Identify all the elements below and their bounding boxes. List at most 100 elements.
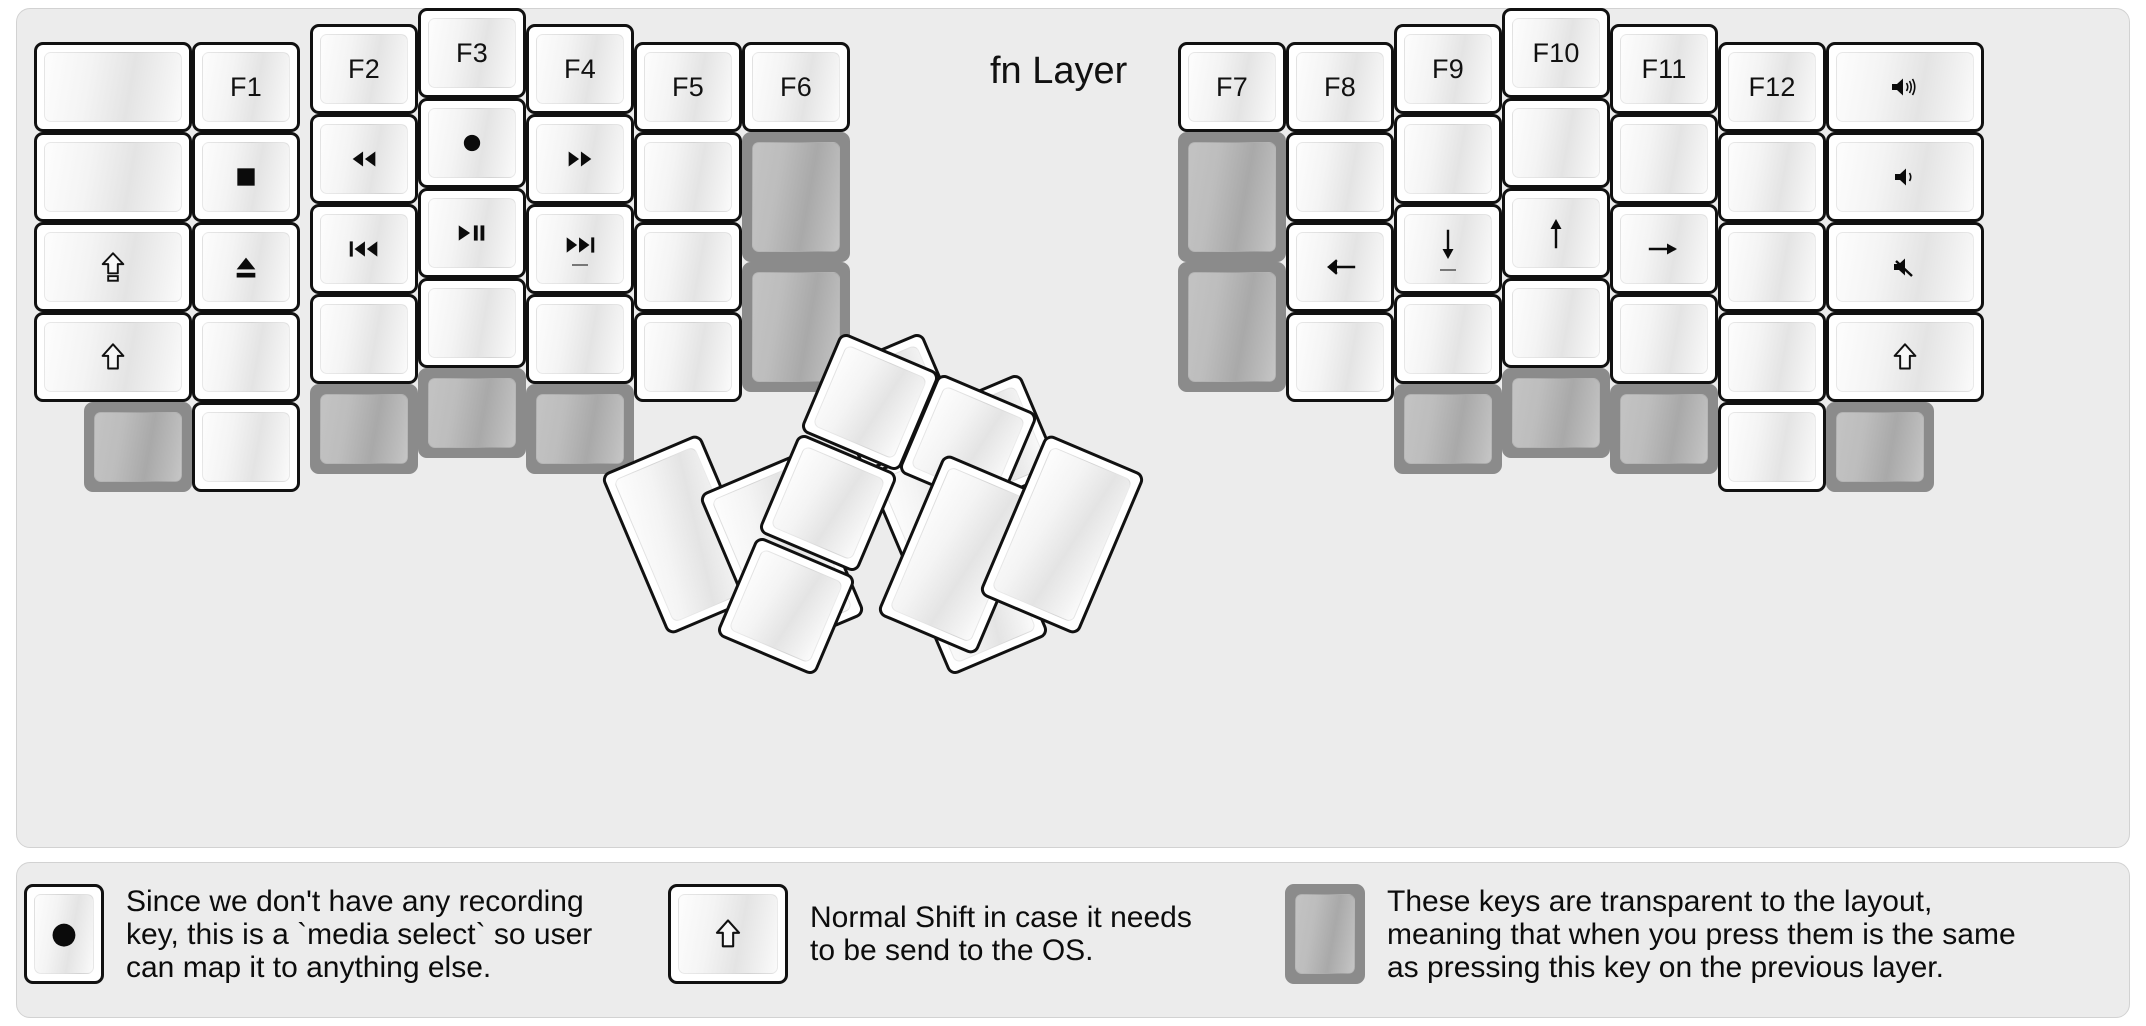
- next-track-icon: [566, 236, 595, 253]
- keycap-L-c2-r3[interactable]: [310, 294, 418, 384]
- keycap-R-c6-r1[interactable]: [1826, 132, 1984, 222]
- keycap-L-c6-r1[interactable]: [742, 132, 850, 262]
- keycap-L-c3-r2[interactable]: [418, 188, 526, 278]
- keycap-L-c0-r0[interactable]: [34, 42, 192, 132]
- keycap-R-c2-r0[interactable]: F9: [1394, 24, 1502, 114]
- caps-lock-icon: [101, 252, 125, 282]
- keycap-face: F7: [1188, 52, 1276, 122]
- keycap-underline-hint: [572, 263, 588, 266]
- keycap-R-c5-r3[interactable]: [1718, 312, 1826, 402]
- keycap-L-c1-r1[interactable]: [192, 132, 300, 222]
- keycap-R-c6-r2[interactable]: [1826, 222, 1984, 312]
- keycap-face: [644, 232, 732, 302]
- keycap-L-c5-r1[interactable]: [634, 132, 742, 222]
- keycap-L-c4-r4[interactable]: [526, 384, 634, 474]
- legend-key-record: ●: [24, 884, 104, 984]
- keycap-face: [752, 142, 840, 252]
- keycap-L-c3-r1[interactable]: [418, 98, 526, 188]
- keycap-face: [320, 304, 408, 374]
- keycap-L-c1-r3[interactable]: [192, 312, 300, 402]
- keycap-R-c3-r1[interactable]: [1502, 98, 1610, 188]
- keycap-R-c3-r3[interactable]: [1502, 278, 1610, 368]
- keycap-label: F5: [672, 71, 704, 102]
- keycap-R-c0-r1[interactable]: [1178, 132, 1286, 262]
- keycap-face: [536, 304, 624, 374]
- keycap-L-c3-r0[interactable]: F3: [418, 8, 526, 98]
- keycap-L-c5-r2[interactable]: [634, 222, 742, 312]
- keycap-L-c0-r1[interactable]: [34, 132, 192, 222]
- keycap-L-c3-r4[interactable]: [418, 368, 526, 458]
- keycap-L-c1-r0[interactable]: F1: [192, 42, 300, 132]
- shift-up-arrow-icon: [101, 343, 125, 370]
- keycap-R-c3-r4[interactable]: [1502, 368, 1610, 458]
- keycap-L-c5-r3[interactable]: [634, 312, 742, 402]
- keycap-face: [1620, 214, 1708, 284]
- play-pause-icon: [458, 225, 485, 241]
- record-icon: [458, 129, 486, 157]
- keycap-face: F1: [202, 52, 290, 122]
- shift-up-arrow-icon: [1891, 342, 1919, 372]
- keycap-R-c3-r0[interactable]: F10: [1502, 8, 1610, 98]
- keycap-face: [428, 288, 516, 358]
- keycap-R-c2-r3[interactable]: [1394, 294, 1502, 384]
- volume-down-icon: [1891, 164, 1919, 190]
- keycap-R-c1-r1[interactable]: [1286, 132, 1394, 222]
- keycap-label: F11: [1641, 53, 1687, 84]
- arrow-up-icon: [1550, 219, 1562, 249]
- play-pause-icon: [454, 221, 490, 245]
- keycap-L-c4-r3[interactable]: [526, 294, 634, 384]
- volume-up-icon: [1888, 74, 1922, 100]
- keycap-R-c2-r1[interactable]: [1394, 114, 1502, 204]
- keycap-L-c2-r0[interactable]: F2: [310, 24, 418, 114]
- keycap-face: [320, 124, 408, 194]
- keycap-face: [320, 394, 408, 464]
- keycap-R-c5-r1[interactable]: [1718, 132, 1826, 222]
- keycap-R-c6-r4[interactable]: [1826, 402, 1934, 492]
- keycap-L-c4-r2[interactable]: [526, 204, 634, 294]
- keycap-R-c4-r1[interactable]: [1610, 114, 1718, 204]
- keycap-L-c1-r2[interactable]: [192, 222, 300, 312]
- keycap-R-c5-r0[interactable]: F12: [1718, 42, 1826, 132]
- keycap-R-c4-r4[interactable]: [1610, 384, 1718, 474]
- keycap-L-c0-r4[interactable]: [84, 402, 192, 492]
- keycap-L-c5-r0[interactable]: F5: [634, 42, 742, 132]
- volume-up-icon: [1892, 78, 1916, 96]
- legend-item-shift: Normal Shift in case it needs to be send…: [668, 884, 1192, 984]
- keycap-face: [202, 322, 290, 392]
- keycap-face: [1296, 322, 1384, 392]
- keycap-R-c2-r4[interactable]: [1394, 384, 1502, 474]
- keycap-R-c1-r2[interactable]: [1286, 222, 1394, 312]
- keycap-R-c3-r2[interactable]: [1502, 188, 1610, 278]
- caps-lock-icon: [99, 251, 127, 283]
- keycap-R-c1-r3[interactable]: [1286, 312, 1394, 402]
- legend-key-transparent: [1285, 884, 1365, 984]
- keycap-L-c0-r2[interactable]: [34, 222, 192, 312]
- keycap-R-c6-r3[interactable]: [1826, 312, 1984, 402]
- keycap-R-c1-r0[interactable]: F8: [1286, 42, 1394, 132]
- keycap-L-c2-r2[interactable]: [310, 204, 418, 294]
- keycap-L-c6-r0[interactable]: F6: [742, 42, 850, 132]
- keycap-L-c3-r3[interactable]: [418, 278, 526, 368]
- keycap-face: [1620, 304, 1708, 374]
- keycap-L-c1-r4[interactable]: [192, 402, 300, 492]
- keycap-L-c4-r0[interactable]: F4: [526, 24, 634, 114]
- keycap-R-c6-r0[interactable]: [1826, 42, 1984, 132]
- keycap-R-c4-r3[interactable]: [1610, 294, 1718, 384]
- keycap-L-c0-r3[interactable]: [34, 312, 192, 402]
- keycap-face: F10: [1512, 18, 1600, 88]
- keycap-L-c2-r1[interactable]: [310, 114, 418, 204]
- keycap-face: [1728, 412, 1816, 482]
- keycap-R-c0-r0[interactable]: F7: [1178, 42, 1286, 132]
- keycap-L-c4-r1[interactable]: [526, 114, 634, 204]
- keycap-R-c4-r0[interactable]: F11: [1610, 24, 1718, 114]
- keycap-face: [202, 232, 290, 302]
- keycap-L-c2-r4[interactable]: [310, 384, 418, 474]
- keycap-R-c4-r2[interactable]: [1610, 204, 1718, 294]
- keycap-R-c5-r2[interactable]: [1718, 222, 1826, 312]
- keycap-R-c0-r2[interactable]: [1178, 262, 1286, 392]
- keycap-R-c2-r2[interactable]: [1394, 204, 1502, 294]
- legend-key-shift-cap: [678, 894, 778, 974]
- keycap-face: F4: [536, 34, 624, 104]
- keycap-R-c5-r4[interactable]: [1718, 402, 1826, 492]
